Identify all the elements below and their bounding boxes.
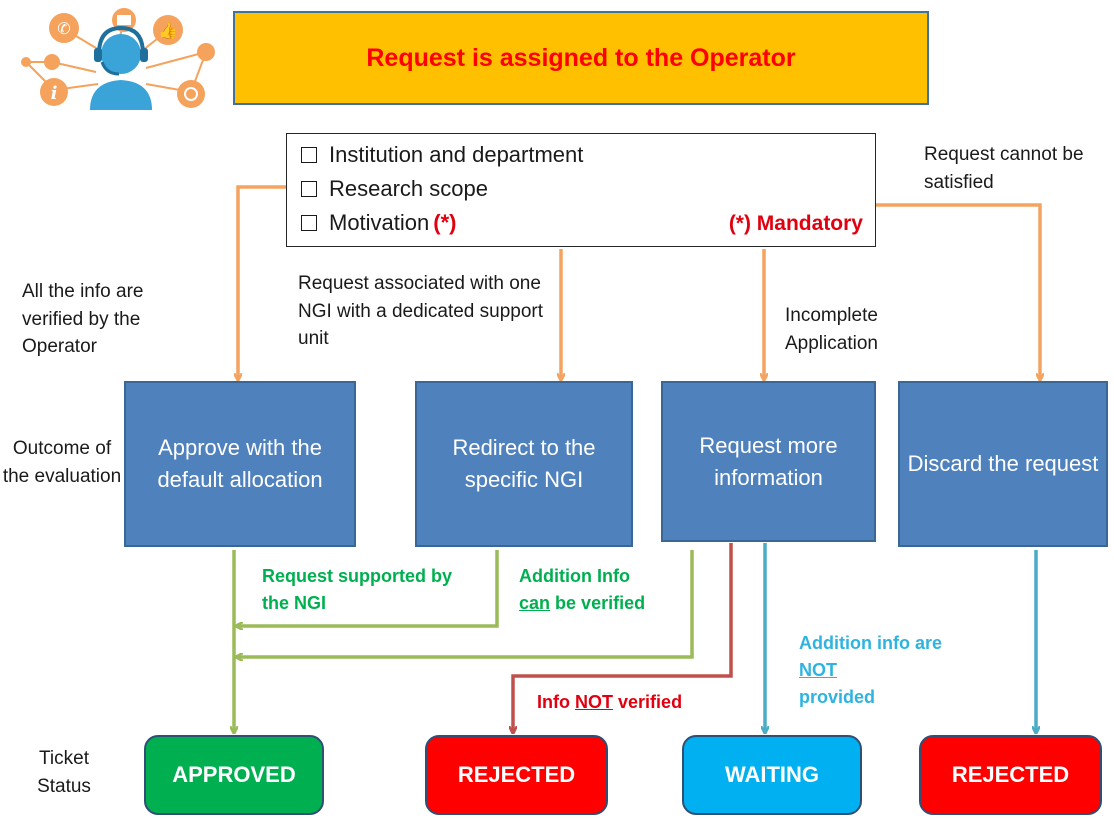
row-label-ticket-status: Ticket Status xyxy=(37,748,91,797)
edge-label-info-can-be-verified: Addition Info can be verified xyxy=(519,563,659,617)
edge-label-part: Addition info are xyxy=(799,633,942,653)
edge-label-emphasis: NOT xyxy=(575,692,614,712)
checkbox-icon xyxy=(301,215,317,231)
status-waiting: WAITING xyxy=(682,735,862,815)
support-operator-logo: ✆ 👍 i xyxy=(6,2,224,110)
edge-label-part: provided xyxy=(799,687,876,707)
thumbs-up-icon: 👍 xyxy=(153,15,183,45)
arrow-to-discard xyxy=(876,203,1040,378)
svg-text:i: i xyxy=(51,83,58,104)
operator-headset-icon xyxy=(90,25,152,110)
condition-all-info-verified: All the info are verified by the Operato… xyxy=(22,281,144,358)
outcome-approve: Approve with the default allocation xyxy=(124,381,356,547)
status-label: REJECTED xyxy=(951,762,1070,787)
outcome-label: Approve with the default allocation xyxy=(157,435,323,492)
status-label: REJECTED xyxy=(457,762,576,787)
phone-icon: ✆ xyxy=(49,13,79,43)
outcome-request-info: Request more information xyxy=(661,381,876,542)
svg-text:👍: 👍 xyxy=(158,21,178,40)
assignment-banner: Request is assigned to the Operator xyxy=(233,11,929,105)
arrow-redirect-supported xyxy=(238,550,499,626)
checklist-item-research-scope: Research scope xyxy=(301,176,488,202)
outcome-label: Discard the request xyxy=(907,451,1099,477)
outcome-label: Request more information xyxy=(699,432,838,490)
info-checklist: Institution and department Research scop… xyxy=(286,133,876,247)
info-icon: i xyxy=(40,78,68,106)
condition-ngi-support: Request associated with one NGI with a d… xyxy=(298,273,544,350)
condition-incomplete: Incomplete Application xyxy=(785,305,878,354)
edge-label-emphasis: NOT xyxy=(799,660,837,680)
checklist-item-label: Motivation xyxy=(329,210,430,235)
status-approved: APPROVED xyxy=(144,735,324,815)
arrow-to-approve xyxy=(238,185,286,378)
status-rejected-discarded: REJECTED xyxy=(919,735,1102,815)
banner-title: Request is assigned to the Operator xyxy=(366,43,796,72)
row-label-outcome: Outcome of the evaluation xyxy=(2,438,122,487)
mandatory-mark: (*) xyxy=(433,210,457,235)
edge-label-supported-by-ngi: Request supported by the NGI xyxy=(262,566,453,613)
edge-label-part: Info xyxy=(537,692,570,712)
status-label: WAITING xyxy=(724,762,820,787)
checkbox-icon xyxy=(301,147,317,163)
edge-label-info-not-provided: Addition info are NOT provided xyxy=(799,630,949,711)
lightbulb-icon xyxy=(197,43,215,61)
edge-label-emphasis: can xyxy=(519,593,551,613)
status-rejected-not-verified: REJECTED xyxy=(425,735,608,815)
status-label: APPROVED xyxy=(172,762,296,787)
mandatory-note: (*) Mandatory xyxy=(728,212,863,235)
edge-label-part: Addition Info xyxy=(519,566,630,586)
edge-label-part: be verified xyxy=(555,593,646,613)
condition-cannot-satisfy: Request cannot be satisfied xyxy=(924,144,1084,193)
outcome-redirect: Redirect to the specific NGI xyxy=(415,381,633,547)
checklist-item-label: Research scope xyxy=(329,176,488,201)
outcome-label: Redirect to the specific NGI xyxy=(452,435,596,492)
checklist-item-label: Institution and department xyxy=(329,142,584,167)
edge-label-part: verified xyxy=(618,692,683,712)
svg-text:✆: ✆ xyxy=(57,19,70,38)
arrow-not-verified xyxy=(513,543,733,731)
email-icon xyxy=(112,8,136,32)
outcome-discard: Discard the request xyxy=(898,381,1108,547)
arrow-moreinfo-verified xyxy=(238,550,694,657)
checkbox-icon xyxy=(301,181,317,197)
award-icon xyxy=(177,80,205,108)
checklist-item-motivation: Motivation (*) xyxy=(301,210,457,236)
checklist-item-institution: Institution and department xyxy=(301,142,583,168)
edge-label-info-not-verified: Info NOT verified xyxy=(537,689,737,716)
